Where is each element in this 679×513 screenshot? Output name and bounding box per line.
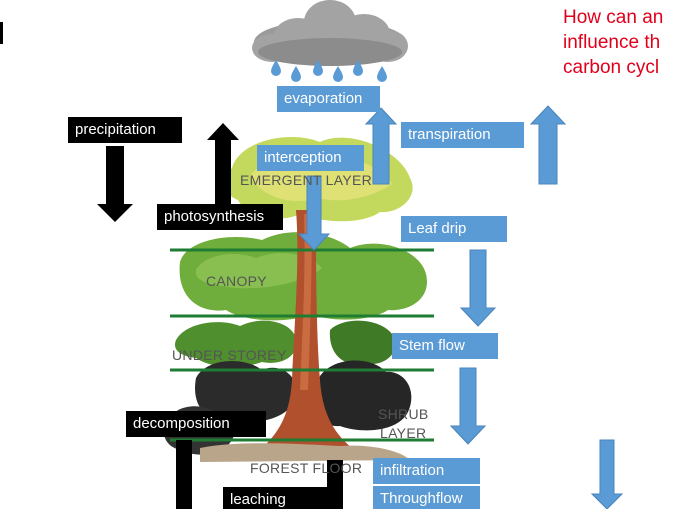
raindrops-icon [271,60,387,82]
evaporation-label: evaporation [277,86,380,112]
question-text: How can an influence th carbon cycl [563,5,679,80]
evaporation-up-arrow-icon [364,107,398,185]
question-line-1: How can an [563,7,664,28]
throughflow-label: Throughflow [373,486,480,509]
stem-flow-down-arrow-icon [449,367,487,445]
photosynthesis-arrow-icon [207,123,239,204]
stem-flow-label: Stem flow [392,333,498,359]
interception-down-arrow-icon [297,175,331,251]
precipitation-label: precipitation [68,117,182,143]
emergent-layer-label: EMERGENT LAYER [240,172,373,188]
transpiration-label: transpiration [401,122,524,148]
transpiration-up-arrow-icon [529,105,567,185]
canopy-label: CANOPY [206,273,267,289]
decomposition-arrow-icon [176,440,192,509]
rain-cloud-icon [252,0,408,66]
shrub-layer-label-line1: SHRUB [378,406,429,422]
photosynthesis-label: photosynthesis [157,204,283,230]
leaf-drip-label: Leaf drip [401,216,507,242]
throughflow-down-arrow-icon [590,439,624,509]
interception-label: interception [257,145,364,171]
question-line-3: carbon cycl [563,57,660,78]
blue-arrows [297,105,624,509]
leaching-arrow-icon [327,460,343,509]
black-arrows [97,123,343,509]
shrub-layer-label-line2: LAYER [380,425,427,441]
forest-floor-label: FOREST FLOOR [250,460,363,476]
layer-lines [170,248,434,442]
infiltration-label: infiltration [373,458,480,484]
edge-mark [0,22,3,44]
question-line-2: influence th [563,32,661,53]
precipitation-arrow-icon [97,146,133,222]
leaf-drip-down-arrow-icon [459,249,497,327]
leaching-label: leaching [223,487,327,509]
under-storey-label: UNDER STOREY [172,347,287,363]
decomposition-label: decomposition [126,411,266,437]
